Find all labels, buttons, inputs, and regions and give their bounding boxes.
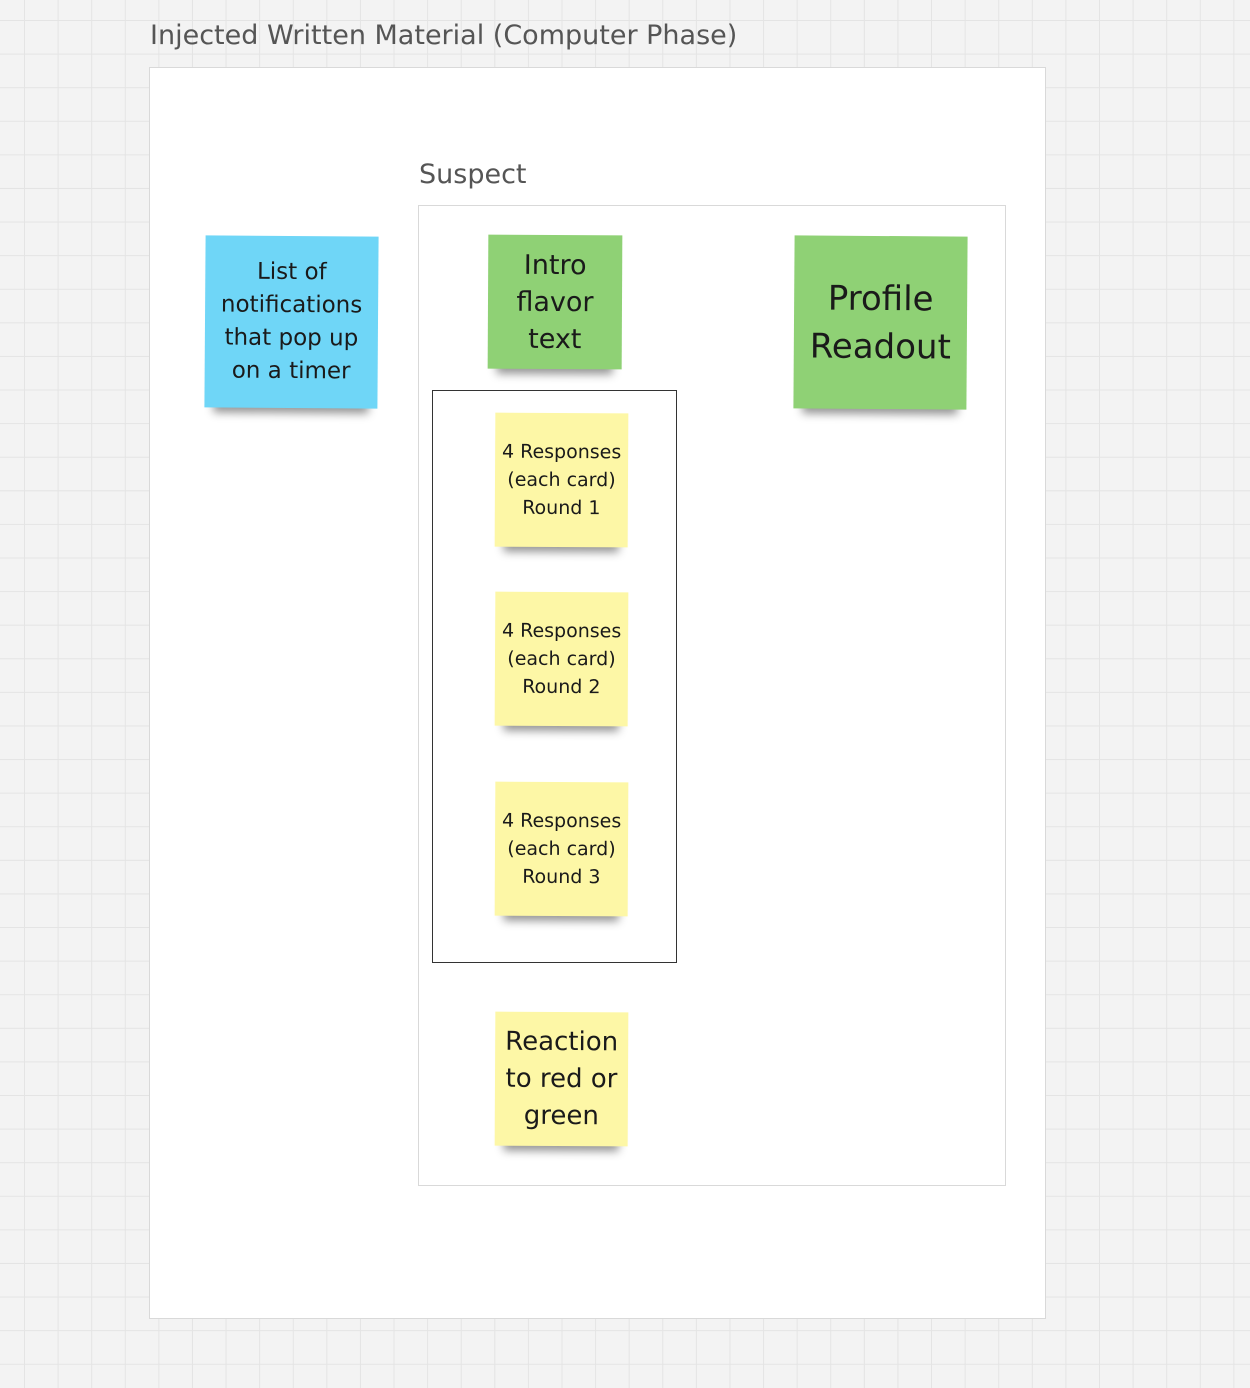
sticky-round-1-text: 4 Responses (each card) Round 1	[501, 440, 622, 520]
sticky-intro-text: Intro flavor text	[516, 249, 594, 355]
sticky-profile-readout[interactable]: Profile Readout	[793, 235, 968, 410]
sticky-notifications-text: List of notifications that pop up on a t…	[220, 258, 363, 385]
responses-group-box[interactable]	[432, 390, 677, 963]
sticky-round-2-text: 4 Responses (each card) Round 2	[501, 619, 622, 699]
sticky-round-3-text: 4 Responses (each card) Round 3	[501, 809, 622, 889]
sticky-notifications[interactable]: List of notifications that pop up on a t…	[204, 235, 379, 409]
sticky-responses-round-3[interactable]: 4 Responses (each card) Round 3	[494, 781, 629, 917]
sticky-responses-round-1[interactable]: 4 Responses (each card) Round 1	[494, 412, 629, 548]
suspect-frame-title: Suspect	[419, 159, 527, 190]
sticky-responses-round-2[interactable]: 4 Responses (each card) Round 2	[494, 591, 629, 727]
sticky-profile-text: Profile Readout	[809, 278, 952, 367]
sticky-reaction[interactable]: Reaction to red or green	[494, 1011, 629, 1147]
sticky-reaction-text: Reaction to red or green	[505, 1026, 619, 1131]
frame-title: Injected Written Material (Computer Phas…	[150, 20, 738, 51]
sticky-intro-flavor-text[interactable]: Intro flavor text	[487, 234, 623, 370]
